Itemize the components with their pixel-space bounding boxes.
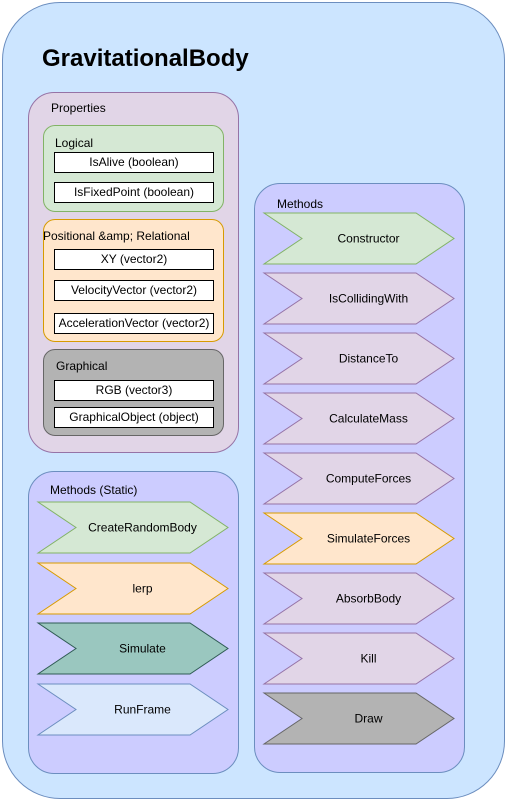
method-constructor-label: Constructor (337, 232, 399, 246)
static-method-lerp-label: lerp (132, 582, 152, 596)
method-distanceto-label: DistanceTo (339, 352, 399, 366)
attribute-xy: XY (vector2) (54, 249, 214, 270)
static-method-simulate-label: Simulate (119, 642, 166, 656)
properties-label: Properties (51, 101, 106, 115)
method-calculatemass-label: CalculateMass (329, 412, 408, 426)
method-computeforces-label: ComputeForces (326, 472, 411, 486)
method-draw-label: Draw (354, 712, 382, 726)
class-title: GravitationalBody (42, 45, 249, 72)
method-absorbbody-label: AbsorbBody (336, 592, 401, 606)
method-simulateforces-shape (262, 512, 455, 565)
static-method-lerp-shape (36, 562, 229, 615)
graphical-label: Graphical (56, 359, 108, 373)
attribute-rgb: RGB (vector3) (54, 380, 214, 401)
method-kill-label: Kill (360, 652, 376, 666)
method-draw-shape (262, 692, 455, 745)
methods-label: Methods (277, 197, 324, 211)
method-iscollidingwith-label: IsCollidingWith (329, 292, 408, 306)
method-calculatemass-shape (262, 392, 455, 445)
method-absorbbody-shape (262, 572, 455, 625)
attribute-accelerationvector: AccelerationVector (vector2) (54, 313, 214, 334)
method-distanceto-shape (262, 332, 455, 385)
static-method-createrandombody-shape (36, 501, 229, 554)
static-method-runframe-label: RunFrame (114, 703, 171, 717)
method-kill-shape (262, 632, 455, 685)
attribute-isalive: IsAlive (boolean) (54, 152, 214, 173)
static-methods-label: Methods (Static) (50, 483, 138, 497)
method-simulateforces-label: SimulateForces (327, 532, 410, 546)
method-constructor-shape (262, 212, 455, 265)
attribute-velocityvector: VelocityVector (vector2) (54, 280, 214, 301)
attribute-isfixedpoint: IsFixedPoint (boolean) (54, 182, 214, 203)
static-method-createrandombody-label: CreateRandomBody (88, 521, 197, 535)
method-computeforces-shape (262, 452, 455, 505)
static-method-runframe-shape (36, 683, 229, 736)
positional-relational-label: Positional &amp; Relational (43, 229, 190, 243)
logical-label: Logical (55, 136, 94, 150)
method-iscollidingwith-shape (262, 272, 455, 325)
attribute-graphicalobject: GraphicalObject (object) (54, 407, 214, 428)
static-method-simulate-shape (36, 622, 229, 675)
